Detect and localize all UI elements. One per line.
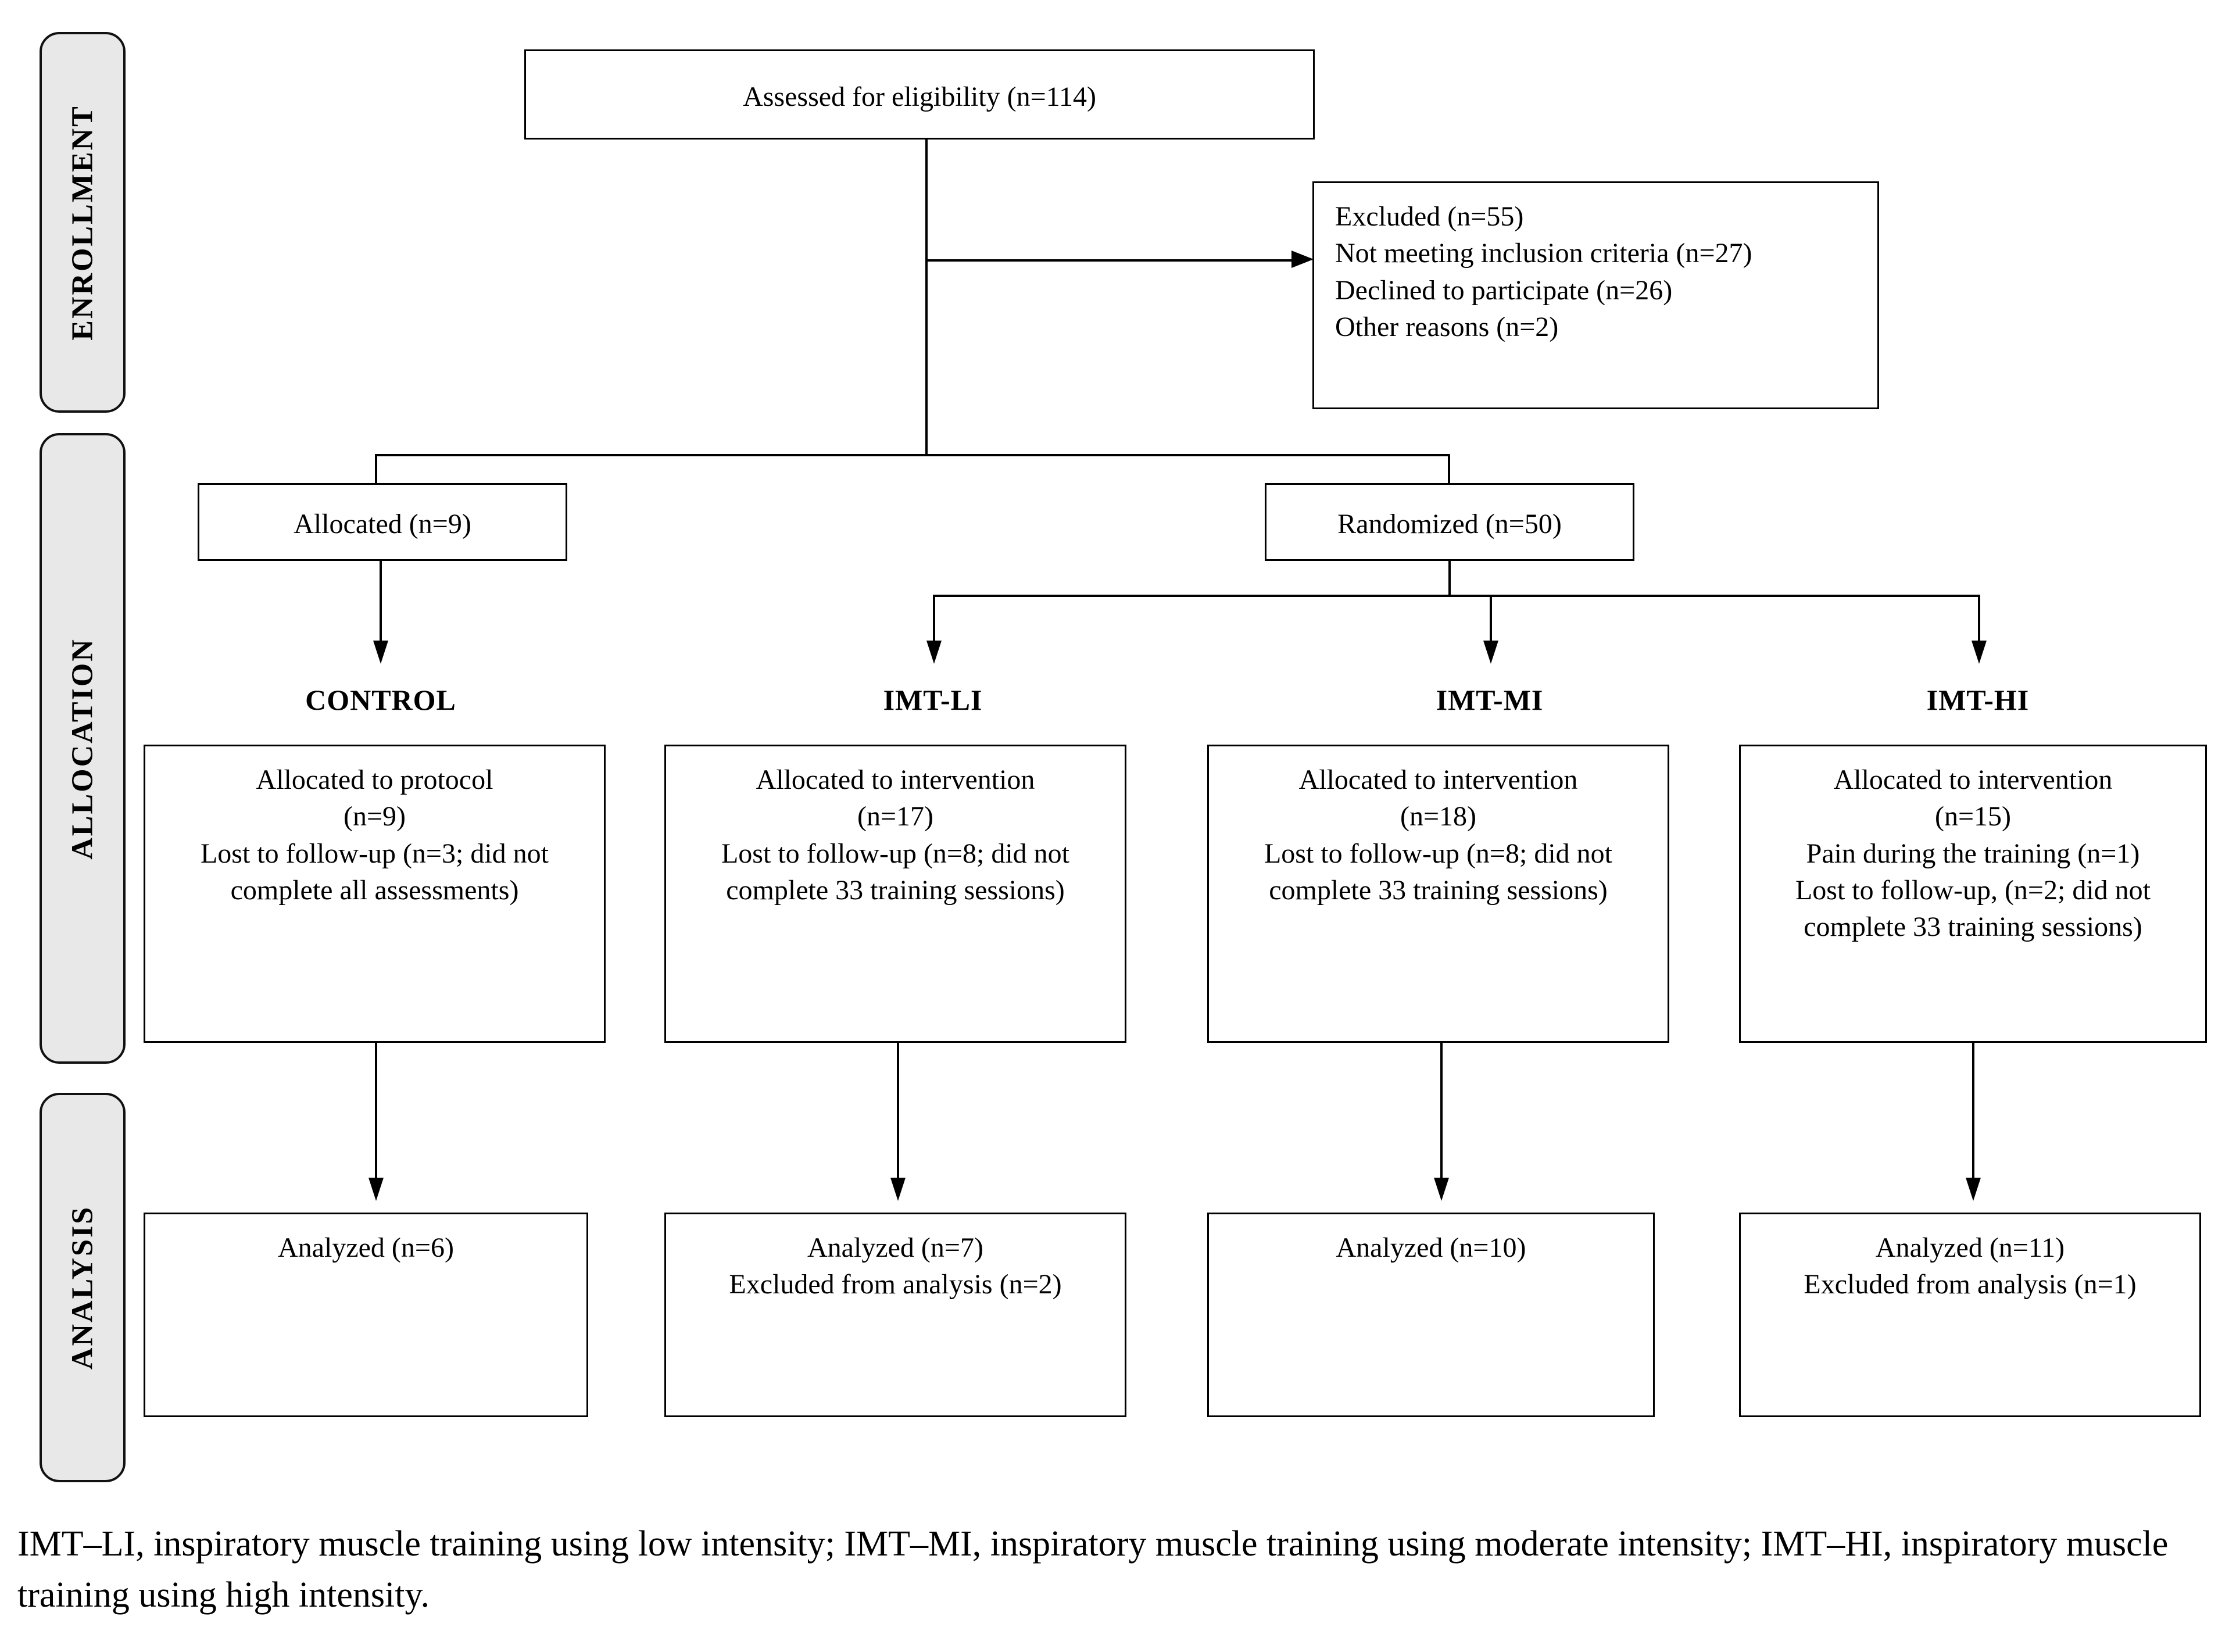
stage-band-analysis: ANALYSIS: [40, 1093, 126, 1482]
arrowhead-imtmi-analysis: [1434, 1178, 1449, 1201]
box-analysis-imt-li: Analyzed (n=7) Excluded from analysis (n…: [664, 1213, 1126, 1417]
excluded-not-meeting-criteria-text: Not meeting inclusion criteria (n=27): [1335, 238, 1752, 269]
figure-caption: IMT–LI, inspiratory muscle training usin…: [17, 1524, 2169, 1615]
randomized-text: Randomized (n=50): [1337, 509, 1562, 540]
arrowhead-control: [373, 641, 388, 664]
allocation-imt-mi-line1: Allocated to intervention: [1298, 764, 1578, 795]
connector-randomized-bar: [933, 595, 1980, 597]
group-header-imt-hi: IMT-HI: [1926, 684, 2030, 716]
allocation-control-line3: Lost to follow-up (n=3; did not complete…: [200, 838, 549, 906]
arrowhead-to-excluded: [1291, 251, 1314, 268]
assessed-eligibility-text: Assessed for eligibility (n=114): [743, 81, 1096, 112]
arrowhead-imthi-analysis: [1966, 1178, 1981, 1201]
excluded-total-text: Excluded (n=55): [1335, 201, 1524, 232]
analysis-imt-hi-line1: Analyzed (n=11): [1875, 1232, 2065, 1263]
box-randomized: Randomized (n=50): [1265, 483, 1634, 561]
allocation-imt-hi-line1: Allocated to intervention: [1833, 764, 2113, 795]
connector-imtli-down: [933, 595, 935, 648]
connector-split-right-drop: [1448, 454, 1450, 484]
connector-control-down: [380, 561, 382, 648]
connector-imtmi-to-analysis: [1440, 1043, 1443, 1185]
connector-assessed-trunk: [925, 140, 928, 456]
box-excluded: Excluded (n=55) Not meeting inclusion cr…: [1312, 181, 1879, 409]
stage-band-enrollment: ENROLLMENT: [40, 32, 126, 413]
stage-band-allocation: ALLOCATION: [40, 433, 126, 1064]
box-analysis-control: Analyzed (n=6): [144, 1213, 588, 1417]
allocation-imt-hi-line4: Lost to follow-up, (n=2; did not complet…: [1795, 875, 2151, 943]
allocated-control-text: Allocated (n=9): [294, 509, 471, 540]
connector-split-left-drop: [375, 454, 377, 484]
allocation-control-line1: Allocated to protocol: [256, 764, 493, 795]
box-allocation-imt-hi: Allocated to intervention (n=15) Pain du…: [1739, 745, 2207, 1043]
excluded-declined-text: Declined to participate (n=26): [1335, 274, 1673, 306]
arrowhead-imtli: [926, 641, 942, 664]
stage-label-enrollment: ENROLLMENT: [66, 104, 99, 341]
allocation-control-line2: (n=9): [343, 801, 406, 832]
allocation-imt-mi-line3: Lost to follow-up (n=8; did not complete…: [1264, 838, 1613, 906]
group-header-control: CONTROL: [305, 684, 456, 716]
arrowhead-imtmi: [1483, 641, 1498, 664]
connector-split-bar: [375, 454, 1450, 456]
allocation-imt-mi-line2: (n=18): [1400, 801, 1477, 832]
allocation-imt-li-line1: Allocated to intervention: [756, 764, 1035, 795]
box-analysis-imt-hi: Analyzed (n=11) Excluded from analysis (…: [1739, 1213, 2201, 1417]
group-header-imt-mi: IMT-MI: [1436, 684, 1544, 716]
analysis-imt-hi-line2: Excluded from analysis (n=1): [1804, 1269, 2137, 1300]
allocation-imt-hi-line3: Pain during the training (n=1): [1806, 838, 2140, 869]
connector-randomized-stem: [1448, 561, 1451, 596]
box-analysis-imt-mi: Analyzed (n=10): [1207, 1213, 1655, 1417]
allocation-imt-hi-line2: (n=15): [1934, 801, 2012, 832]
box-assessed-for-eligibility: Assessed for eligibility (n=114): [524, 49, 1315, 140]
box-allocated-control: Allocated (n=9): [198, 483, 567, 561]
analysis-imt-mi-line1: Analyzed (n=10): [1336, 1232, 1526, 1263]
connector-to-excluded: [925, 259, 1291, 262]
connector-imthi-down: [1978, 595, 1980, 648]
allocation-imt-li-line3: Lost to follow-up (n=8; did not complete…: [721, 838, 1070, 906]
connector-imthi-to-analysis: [1972, 1043, 1974, 1185]
box-allocation-imt-li: Allocated to intervention (n=17) Lost to…: [664, 745, 1126, 1043]
stage-label-allocation: ALLOCATION: [66, 637, 99, 860]
arrowhead-imtli-analysis: [890, 1178, 906, 1201]
analysis-imt-li-line2: Excluded from analysis (n=2): [729, 1269, 1062, 1300]
connector-control-to-analysis: [375, 1043, 377, 1185]
excluded-other-reasons-text: Other reasons (n=2): [1335, 312, 1559, 343]
stage-label-analysis: ANALYSIS: [66, 1205, 99, 1370]
analysis-control-line1: Analyzed (n=6): [278, 1232, 454, 1263]
box-allocation-imt-mi: Allocated to intervention (n=18) Lost to…: [1207, 745, 1669, 1043]
connector-imtli-to-analysis: [897, 1043, 899, 1185]
group-header-imt-li: IMT-LI: [883, 684, 983, 716]
allocation-imt-li-line2: (n=17): [857, 801, 934, 832]
analysis-imt-li-line1: Analyzed (n=7): [807, 1232, 983, 1263]
box-allocation-control: Allocated to protocol (n=9) Lost to foll…: [144, 745, 606, 1043]
arrowhead-control-analysis: [368, 1178, 384, 1201]
arrowhead-imthi: [1972, 641, 1987, 664]
connector-imtmi-down: [1490, 595, 1492, 648]
